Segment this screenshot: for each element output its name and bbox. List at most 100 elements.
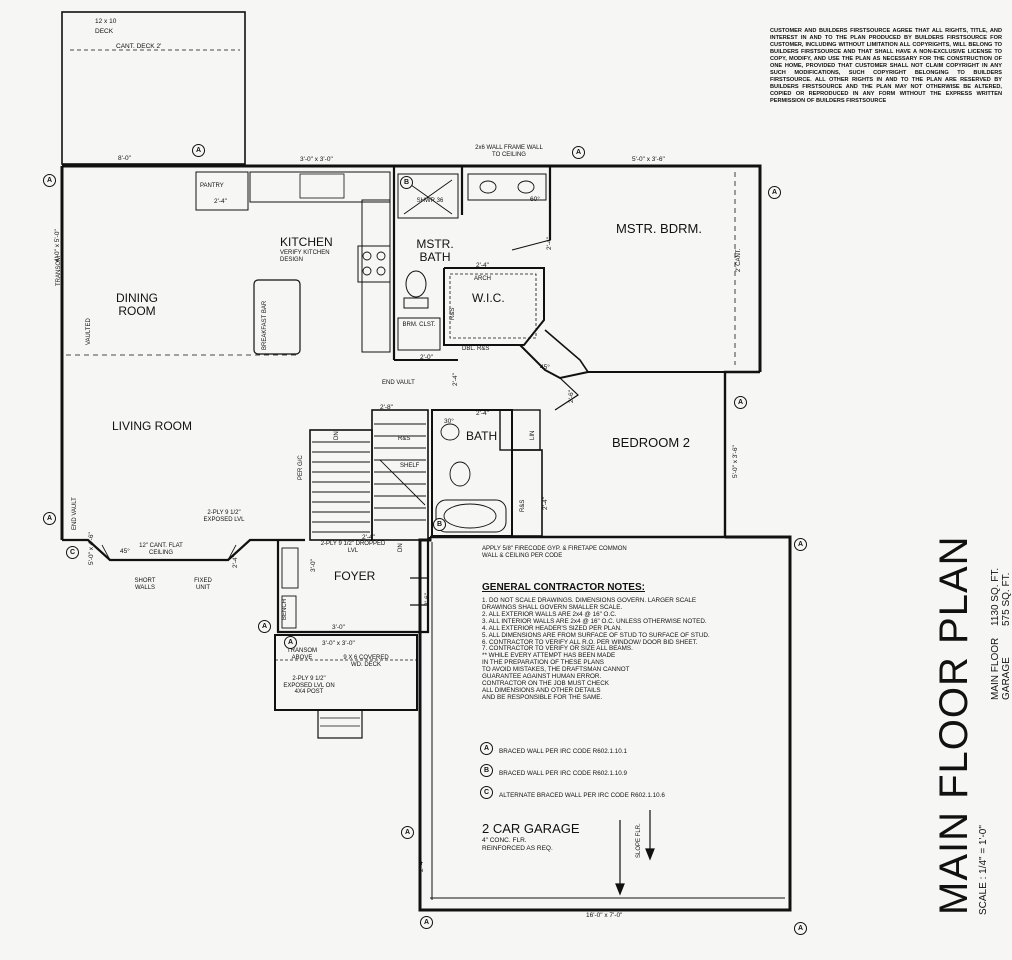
dim-pantry: 2'-4"	[214, 198, 227, 205]
per-gc-label: PER G/C	[298, 455, 304, 480]
covered-deck-label: 9 X 6 COVERED WD. DECK	[343, 655, 389, 668]
room-walk-in-closet: W.I.C.	[472, 291, 505, 305]
dim-garage-door-small: 2'-6"	[424, 593, 431, 606]
dim-bath-door: 2'-4"	[476, 410, 489, 417]
dim-stair-width: 2'-4"	[362, 534, 375, 541]
braced-wall-marker: A	[794, 538, 807, 551]
frame-wall-note: 2x6 WALL FRAME WALL TO CEILING	[475, 145, 543, 158]
dim-kitchen-window: 3'-0" x 3'-0"	[300, 156, 333, 163]
dim-bay-right: 2'-4"	[232, 555, 239, 568]
slope-floor-label: SLOPE FLR.	[636, 823, 642, 858]
pantry-label: PANTRY	[200, 183, 224, 189]
bay-window-wall	[62, 538, 305, 562]
legend-row: A BRACED WALL PER IRC CODE R602.1.10.1	[480, 740, 665, 762]
firecode-note: APPLY 5/8" FIRECODE GYP. & FIRETAPE COMM…	[482, 546, 627, 559]
area-garage-value: 575 SQ. FT.	[1001, 572, 1012, 626]
room-garage: 2 CAR GARAGE	[482, 821, 580, 836]
dim-wic-arch: 2'-4"	[476, 262, 489, 269]
general-note: TO AVOID MISTAKES, THE DRAFTSMAN CANNOT	[482, 666, 630, 674]
rod-shelf-label-3: R&S	[520, 499, 526, 512]
linen-label: LIN	[530, 430, 536, 440]
general-note: DRAWINGS SHALL GOVERN SMALLER SCALE.	[482, 603, 623, 611]
scale-note: SCALE : 1/4" = 1'-0"	[978, 825, 989, 915]
double-rod-shelf-label: DBL. R&S	[462, 346, 490, 352]
general-note: ** WHILE EVERY ATTEMPT HAS BEEN MADE	[482, 652, 616, 660]
stair-down-label-2: DN	[398, 543, 404, 552]
shower-label: SHWR 36	[416, 198, 444, 204]
room-master-bath: MSTR. BATH	[416, 237, 454, 265]
general-note: AND BE RESPONSIBLE FOR THE SAME.	[482, 693, 603, 701]
copyright-notice: CUSTOMER AND BUILDERS FIRSTSOURCE AGREE …	[770, 28, 1002, 104]
general-note: CONTRACTOR ON THE JOB MUST CHECK	[482, 680, 609, 688]
braced-wall-marker: A	[43, 174, 56, 187]
general-note: 7. CONTRACTOR TO VERIFY OR SIZE ALL BEAM…	[482, 645, 633, 653]
braced-wall-marker: B	[433, 518, 446, 531]
room-foyer: FOYER	[334, 569, 376, 583]
dim-bedroom2-door: 2'-6"	[568, 390, 575, 403]
general-note: 6. CONTRACTOR TO VERIFY ALL R.O. PER WIN…	[482, 638, 698, 646]
legend-text: ALTERNATE BRACED WALL PER IRC CODE R602.…	[499, 792, 665, 799]
cant-right-label: 2' CANT.	[736, 248, 742, 272]
general-note: 2. ALL EXTERIOR WALLS ARE 2x4 @ 16" O.C.	[482, 610, 617, 618]
area-main-floor-value: 1130 SQ. FT.	[990, 567, 1001, 626]
general-note: IN THE PREPARATION OF THESE PLANS	[482, 659, 604, 667]
dim-deck-width: 8'-0"	[118, 155, 131, 162]
angle-60-label: 60°	[530, 196, 540, 203]
vaulted-label: VAULTED	[86, 318, 92, 345]
dim-foyer: 3'-0"	[310, 559, 317, 572]
area-main-floor-label: MAIN FLOOR	[990, 637, 1001, 700]
general-note: 4. ALL EXTERIOR HEADER'S SIZED PER PLAN.	[482, 624, 622, 632]
room-master-bedroom: MSTR. BDRM.	[616, 221, 702, 236]
stair-down-label: DN	[334, 431, 340, 440]
end-vault-left: END VAULT	[72, 497, 78, 530]
braced-wall-marker: C	[66, 546, 79, 559]
braced-wall-marker: A	[572, 146, 585, 159]
dropped-lvl-label: 2-PLY 9 1/2" DROPPED LVL	[320, 541, 386, 554]
end-vault-mid: END VAULT	[382, 380, 415, 386]
general-notes-list: 1. DO NOT SCALE DRAWINGS. DIMENSIONS GOV…	[482, 597, 710, 702]
rod-shelf-label-1: R&S	[450, 307, 456, 320]
braced-wall-marker: A	[284, 636, 297, 649]
garage-floor-note: 4" CONC. FLR.	[482, 837, 527, 844]
plan-title: MAIN FLOOR PLAN	[932, 535, 976, 915]
breakfast-bar-label: BREAKFAST BAR	[262, 300, 268, 350]
rod-shelf-label-2: R&S	[398, 436, 411, 442]
kitchen-note: VERIFY KITCHEN DESIGN	[280, 250, 330, 263]
garage-reinforce-note: REINFORCED AS REQ.	[482, 845, 553, 852]
dim-garage-side-door: 2'-4"	[418, 859, 425, 872]
transom-above-label: TRANSOM ABOVE	[287, 648, 317, 661]
fixed-unit-label: FIXED UNIT	[194, 578, 212, 591]
angle-30-label: 30°	[444, 418, 454, 425]
legend-text: BRACED WALL PER IRC CODE R602.1.10.1	[499, 748, 627, 755]
general-note: 3. ALL INTERIOR WALLS ARE 2x4 @ 16" O.C.…	[482, 617, 707, 625]
general-note: 5. ALL DIMENSIONS ARE FROM SURFACE OF ST…	[482, 631, 710, 639]
general-note: GUARANTEE AGAINST HUMAN ERROR.	[482, 673, 602, 681]
exterior-wall-top	[62, 164, 762, 372]
legend-marker-a: A	[480, 742, 493, 756]
general-note: ALL DIMENSIONS AND OTHER DETAILS	[482, 686, 601, 694]
general-note: 1. DO NOT SCALE DRAWINGS. DIMENSIONS GOV…	[482, 597, 697, 604]
exposed-lvl-label: 2-PLY 9 1/2" EXPOSED LVL	[203, 510, 245, 523]
dim-garage-door: 16'-0" x 7'-0"	[586, 912, 623, 919]
room-kitchen: KITCHEN	[280, 235, 333, 249]
dim-master-window: 5'-0" x 3'-6"	[632, 156, 665, 163]
deck-label: DECK	[95, 28, 114, 35]
braced-wall-marker: A	[420, 916, 433, 929]
shelf-label: SHELF	[400, 463, 420, 469]
braced-wall-marker: A	[734, 396, 747, 409]
general-notes-title: GENERAL CONTRACTOR NOTES:	[482, 582, 645, 593]
dim-mbath-door: 2'-4"	[546, 237, 553, 250]
short-walls-label: SHORT WALLS	[134, 578, 156, 591]
braced-wall-marker: A	[43, 512, 56, 525]
angle-45-hall: 45°	[540, 364, 550, 371]
breakfast-bar-shape	[253, 279, 301, 355]
room-dining: DINING ROOM	[116, 291, 158, 319]
exposed-post-label: 2-PLY 9 1/2" EXPOSED LVL ON 4X4 POST	[283, 676, 335, 696]
braced-wall-marker: A	[768, 186, 781, 199]
braced-wall-marker: B	[400, 176, 413, 189]
braced-wall-marker: A	[258, 620, 271, 633]
deck-size-label: 12 x 10	[95, 18, 117, 25]
